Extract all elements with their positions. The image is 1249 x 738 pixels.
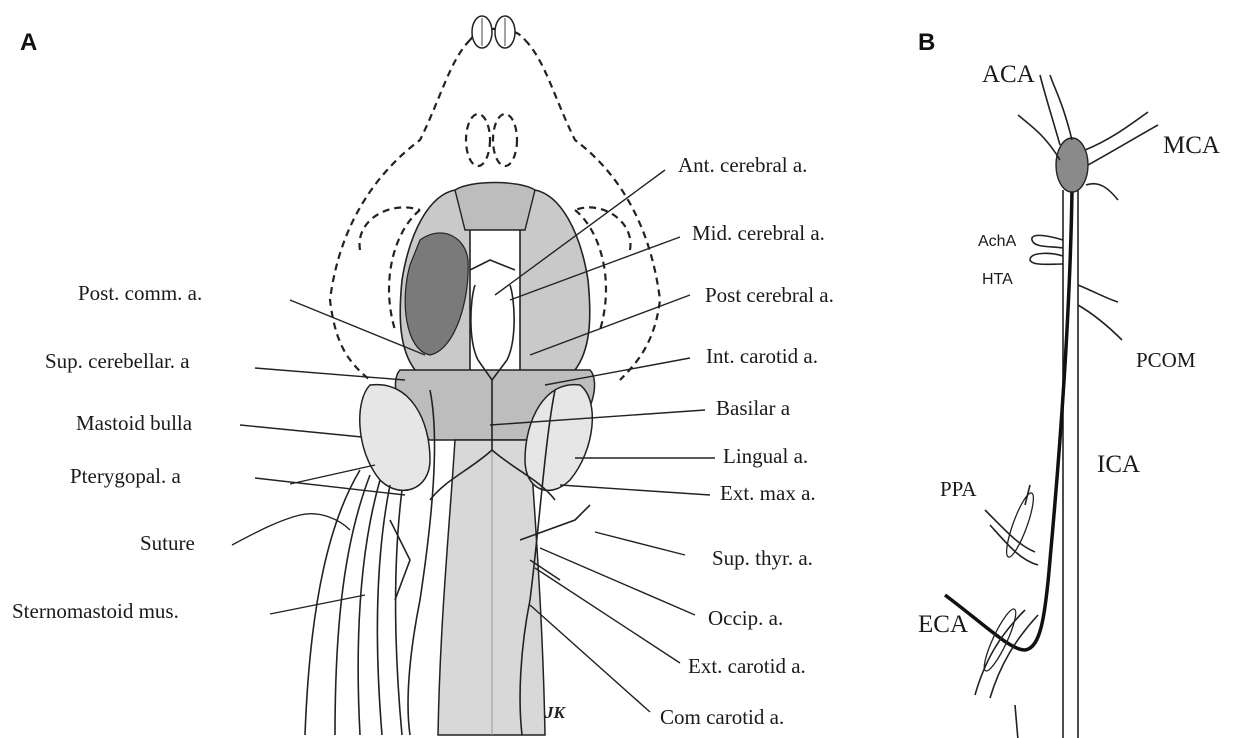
label-ext-max-a: Ext. max a. (720, 481, 816, 505)
right-labels: Ant. cerebral a. Mid. cerebral a. Post c… (660, 153, 834, 729)
occlusion-clot (1056, 138, 1088, 192)
label-com-carotid-a: Com carotid a. (660, 705, 784, 729)
label-acha: AchA (978, 233, 1017, 250)
label-ppa: PPA (940, 477, 977, 501)
label-sternomastoid-mus: Sternomastoid mus. (12, 599, 179, 623)
panel-b: B (918, 29, 1220, 738)
acha-hta-branches (1030, 235, 1063, 264)
label-aca: ACA (982, 61, 1035, 88)
pcom-branches (1078, 285, 1122, 340)
label-mastoid-bulla: Mastoid bulla (76, 411, 193, 435)
sternomastoid-muscle (305, 470, 402, 735)
label-mid-cerebral-a: Mid. cerebral a. (692, 221, 825, 245)
label-post-comm-a: Post. comm. a. (78, 281, 202, 305)
top-branches (1018, 75, 1158, 200)
label-eca: ECA (918, 611, 968, 638)
panel-b-letter: B (918, 29, 935, 56)
label-post-cerebral-a: Post cerebral a. (705, 283, 834, 307)
label-ext-carotid-a: Ext. carotid a. (688, 654, 806, 678)
left-labels: Post. comm. a. Sup. cerebellar. a Mastoi… (12, 281, 202, 623)
olfactory-bulbs (472, 16, 515, 48)
panel-a: A (12, 16, 834, 735)
label-pterygopal-a: Pterygopal. a (70, 464, 181, 488)
artist-signature: JK (544, 703, 567, 722)
panel-a-letter: A (20, 29, 37, 56)
label-occip-a: Occip. a. (708, 606, 783, 630)
label-hta: HTA (982, 271, 1013, 288)
label-sup-thyr-a: Sup. thyr. a. (712, 546, 813, 570)
label-mca: MCA (1163, 132, 1220, 159)
label-int-carotid-a: Int. carotid a. (706, 344, 818, 368)
label-pcom: PCOM (1136, 348, 1196, 372)
label-ant-cerebral-a: Ant. cerebral a. (678, 153, 807, 177)
label-ica: ICA (1097, 451, 1140, 478)
label-suture: Suture (140, 531, 195, 555)
label-lingual-a: Lingual a. (723, 444, 808, 468)
label-basilar-a: Basilar a (716, 396, 791, 420)
ppa-branch (985, 485, 1038, 565)
label-sup-cerebellar-a: Sup. cerebellar. a (45, 349, 190, 373)
